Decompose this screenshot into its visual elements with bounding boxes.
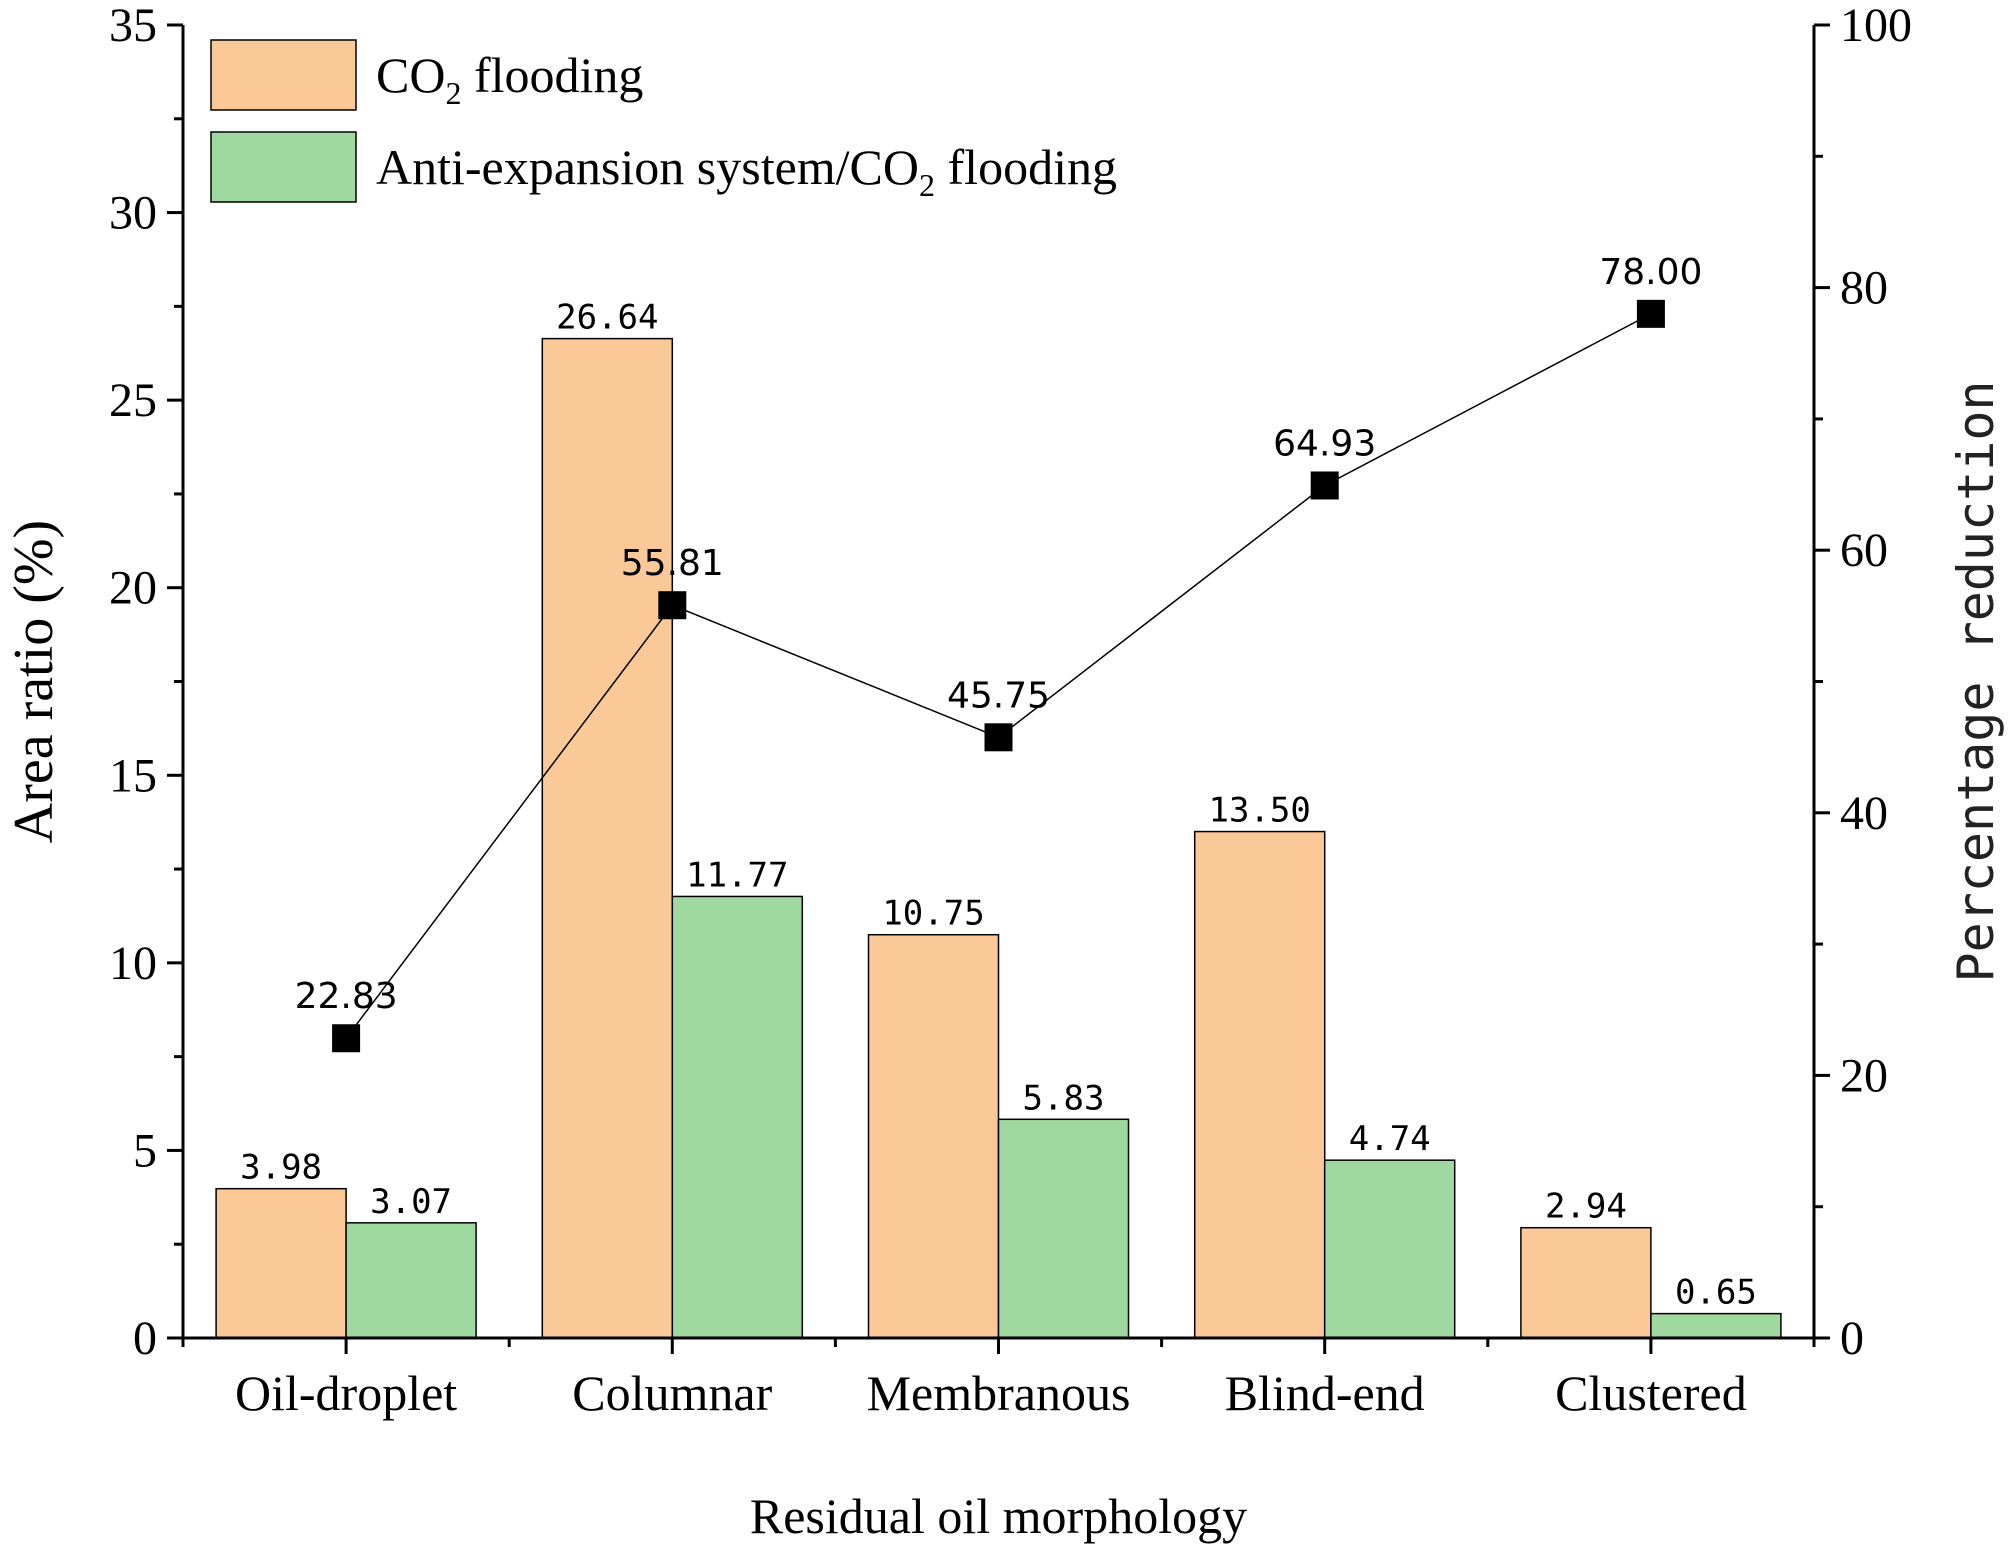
y2-tick-label-4: 80 [1840,262,1888,315]
legend-label-1: Anti-expansion system/CO2 flooding [376,139,1117,203]
y-tick-label-2: 10 [109,937,157,990]
y-tick-label-5: 25 [109,374,157,427]
bar-label-anti-expansion-0: 3.07 [370,1182,452,1222]
reduction-marker-2 [984,723,1013,752]
bar-label-co2-4: 2.94 [1545,1187,1627,1227]
bar-label-co2-1: 26.64 [556,298,658,338]
bar-label-co2-2: 10.75 [882,894,984,934]
reduction-marker-1 [658,591,687,620]
y-tick-label-3: 15 [109,749,157,802]
bar-label-co2-3: 13.50 [1209,791,1311,831]
y2-axis-title: Percentage reduction [1947,380,2005,982]
x-tick-label-0: Oil-droplet [235,1365,457,1421]
bar-label-co2-0: 3.98 [240,1148,322,1188]
bar-anti-expansion-4 [1650,1312,1782,1339]
bar-co2-0 [215,1187,347,1339]
y-tick-label-1: 5 [133,1124,157,1177]
x-axis-title: Residual oil morphology [750,1488,1247,1544]
x-tick-label-2: Membranous [867,1365,1131,1421]
bar-co2-1 [541,337,674,1339]
reduction-marker-4 [1636,299,1665,328]
bar-anti-expansion-1 [671,895,804,1339]
y-tick-label-7: 35 [109,0,157,52]
bars-layer: 3.98 26.64 10.75 13.50 2.94 3.07 11.77 5.83 4.74… [215,298,1782,1339]
line-layer: 22.83 55.81 45.75 64.93 78.00 [295,252,1702,1053]
bar-label-anti-expansion-2: 5.83 [1023,1078,1105,1118]
reduction-label-1: 55.81 [621,543,724,584]
y-tick-label-4: 20 [109,562,157,615]
reduction-label-0: 22.83 [295,976,398,1017]
y2-tick-label-1: 20 [1840,1049,1888,1102]
reduction-label-4: 78.00 [1599,252,1702,293]
reduction-marker-3 [1310,471,1339,500]
y2-tick-label-2: 40 [1840,787,1888,840]
y2-tick-label-5: 100 [1840,0,1912,52]
reduction-label-3: 64.93 [1273,423,1376,464]
bar-co2-2 [867,933,1000,1339]
bar-co2-3 [1193,830,1326,1339]
x-tick-label-4: Clustered [1555,1365,1747,1421]
y-axis-title: Area ratio (%) [3,520,65,843]
bar-anti-expansion-2 [997,1118,1130,1339]
reduction-label-2: 45.75 [947,675,1050,716]
bar-label-anti-expansion-3: 4.74 [1349,1119,1431,1159]
legend-label-0: CO2 flooding [376,47,643,111]
y-tick-label-0: 0 [133,1312,157,1365]
x-tick-label-3: Blind-end [1225,1365,1425,1421]
bar-anti-expansion-0 [345,1222,477,1339]
y-tick-label-6: 30 [109,187,157,240]
reduction-marker-0 [332,1024,361,1053]
y2-tick-label-0: 0 [1840,1312,1864,1365]
legend-swatch-0 [210,39,357,111]
legend-swatch-1 [210,131,357,203]
bar-anti-expansion-3 [1323,1159,1456,1339]
bar-label-anti-expansion-1: 11.77 [686,855,788,895]
bar-label-anti-expansion-4: 0.65 [1675,1273,1757,1313]
x-tick-label-1: Columnar [572,1365,772,1421]
bar-co2-4 [1520,1226,1652,1339]
y2-tick-label-3: 60 [1840,524,1888,577]
